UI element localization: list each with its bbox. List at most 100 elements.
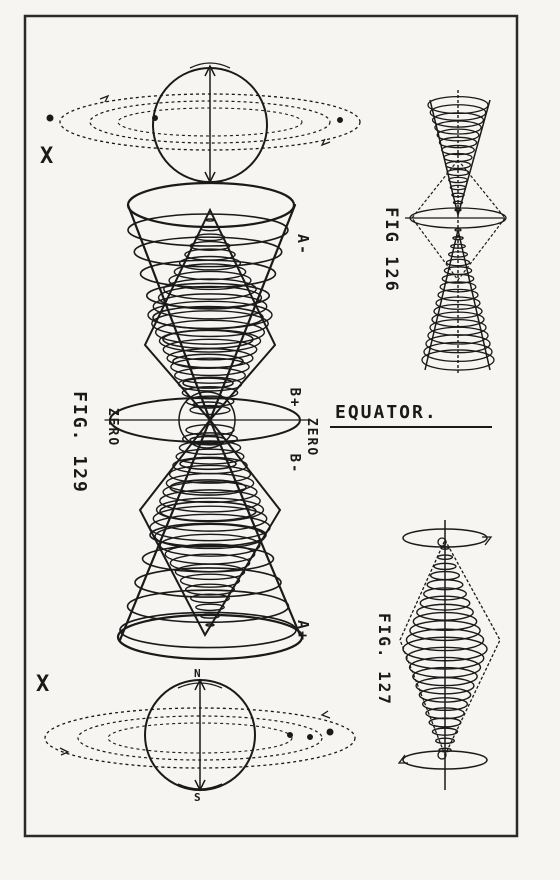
coil-ring [441,273,475,284]
coil-ring [446,168,470,177]
coil-ring [177,376,243,392]
x-label-bottom: X [36,672,52,697]
fig126-spiral [421,95,495,371]
coil-ring [181,385,239,400]
coil-ring [172,353,244,370]
coil-ring [168,270,252,291]
coil-ring [141,544,275,573]
coil-ring [179,457,237,471]
top-atom [46,62,361,184]
coil-ring [139,259,277,289]
x-label-top: X [40,144,56,169]
coil-ring [433,562,457,571]
coil-ring [452,236,464,241]
coil-ring [452,200,464,205]
coil-ring [162,329,254,350]
coil-ring [449,184,467,191]
coil-ring [162,338,258,361]
coil-ring [451,192,465,198]
north-label: N [194,667,203,680]
coil-ring [438,136,478,149]
coil-ring [447,251,469,258]
coil-ring [175,448,245,465]
coil-ring [145,282,271,309]
coil-ring [159,489,261,513]
coil-ring [174,563,246,581]
coil-ring [444,160,472,170]
fig126-label: FIG 126 [380,207,401,293]
coil-ring [435,296,481,310]
equator-label: EQUATOR. [335,402,438,423]
coil-ring [405,646,485,670]
zero-label-left: ZERO [105,407,121,448]
coil-ring [405,628,485,652]
coil-ring [178,255,242,271]
coil-ring [152,305,264,330]
coil-ring [163,278,257,300]
coil-ring [439,281,477,293]
coil-ring [173,263,247,281]
coil-ring [441,144,475,156]
coil-ring [448,176,468,184]
coil-ring [426,579,464,591]
coil-ring [149,513,271,542]
coil-ring [205,218,215,222]
fig129-label: FIG. 129 [68,391,90,494]
coil-ring [435,737,455,745]
coil-ring [425,334,491,354]
coil-ring [418,687,472,703]
coil-ring [421,697,469,712]
coil-ring [190,593,230,604]
coil-ring [149,522,267,548]
coil-ring [454,228,462,232]
coil-ring [402,636,488,662]
coil-ring [154,319,266,345]
coil-ring [182,432,238,446]
coil-ring [200,613,220,619]
coil-ring [440,546,450,550]
coil-ring [178,440,242,456]
bottom-atom [44,678,356,792]
coil-ring [438,747,452,753]
coil-ring [195,603,225,612]
coil-ring [133,236,283,268]
coil-ring [189,404,231,416]
coil-ring [412,611,478,632]
b-minus-label: B- [286,453,303,475]
coil-ring [184,583,236,596]
coil-ring [427,326,489,345]
coil-ring [205,623,215,627]
coil-ring [169,479,247,496]
a-minus-label: A- [294,233,313,257]
coil-ring [170,357,250,377]
coil-ring [179,573,241,588]
zero-label-right: ZERO [304,417,320,458]
coil-ring [409,620,481,642]
coil-ring [434,120,482,135]
coil-ring [126,589,290,624]
fig127-structure [397,520,501,790]
coil-ring [454,208,462,212]
coil-ring [182,377,234,389]
coil-ring [127,213,289,247]
south-label: S [194,791,203,804]
coil-ring [431,727,459,736]
plate-frame [23,14,519,838]
coil-ring [168,464,252,484]
fig129-spiral [119,213,297,649]
fig127-spiral [402,546,488,753]
a-plus-label: A+ [294,619,313,643]
coil-ring [433,303,483,319]
coil-ring [436,554,454,560]
fig126-structure [405,90,507,375]
coil-ring [431,112,485,128]
coil-ring [412,666,478,687]
coil-ring [151,310,269,338]
coil-ring [159,533,261,557]
coil-ring [165,472,255,494]
coil-ring [192,401,224,409]
coil-ring [134,567,282,598]
coil-ring [445,258,471,267]
